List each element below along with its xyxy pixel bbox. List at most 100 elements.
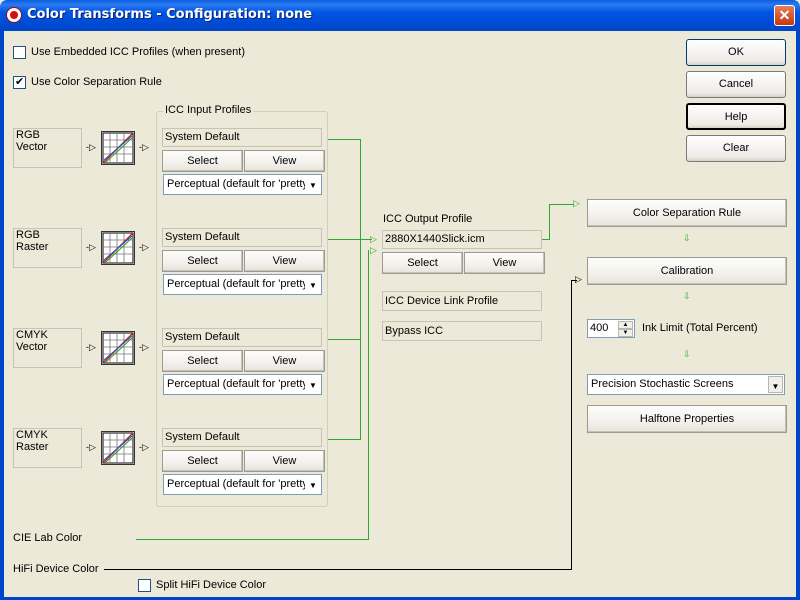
- flow-connector: [136, 539, 369, 540]
- input-source-line2: Raster: [16, 241, 49, 253]
- rendering-intent-value: Perceptual (default for 'pretty: [167, 378, 308, 390]
- flow-arrow-icon: -▷: [86, 342, 96, 352]
- window-frame-right: [796, 31, 800, 600]
- hifi-device-color-label: HiFi Device Color: [13, 563, 99, 575]
- input-profile-select-button[interactable]: Select: [162, 350, 243, 372]
- icc-input-profiles-title: ICC Input Profiles: [163, 104, 254, 116]
- flow-arrow-down-icon: ⇩: [683, 233, 691, 243]
- flow-connector: [571, 280, 572, 570]
- ink-limit-value[interactable]: 400: [590, 322, 609, 334]
- input-profile-name: System Default: [162, 128, 322, 147]
- rendering-intent-select[interactable]: Perceptual (default for 'pretty ▼: [163, 174, 322, 195]
- flow-connector: [542, 239, 550, 240]
- rendering-intent-select[interactable]: Perceptual (default for 'pretty ▼: [163, 374, 322, 395]
- spin-up-icon[interactable]: ▲: [618, 321, 633, 329]
- input-profile-select-button[interactable]: Select: [162, 150, 243, 172]
- curve-graph-icon[interactable]: [101, 231, 135, 265]
- use-embedded-icc-label[interactable]: Use Embedded ICC Profiles (when present): [31, 46, 245, 58]
- close-button[interactable]: ✕: [774, 5, 795, 26]
- input-source-cmyk-raster: CMYK Raster: [13, 428, 82, 468]
- input-source-line2: Raster: [16, 441, 49, 453]
- rendering-intent-select[interactable]: Perceptual (default for 'pretty ▼: [163, 474, 322, 495]
- flow-arrow-down-icon: ⇩: [683, 291, 691, 301]
- screening-select[interactable]: Precision Stochastic Screens ▼: [587, 374, 785, 395]
- input-source-rgb-vector: RGB Vector: [13, 128, 82, 168]
- rendering-intent-value: Perceptual (default for 'pretty: [167, 478, 308, 490]
- input-profile-view-button[interactable]: View: [244, 350, 325, 372]
- chevron-down-icon[interactable]: ▼: [768, 376, 783, 393]
- flow-arrow-icon: -▷: [139, 142, 149, 152]
- flow-connector: [571, 280, 577, 281]
- input-source-line1: RGB: [16, 129, 40, 141]
- flow-connector: [360, 139, 361, 440]
- flow-connector: [328, 239, 372, 240]
- output-profile-name: 2880X1440Slick.icm: [382, 230, 542, 249]
- input-source-line2: Vector: [16, 341, 48, 353]
- app-logo-icon: [6, 7, 22, 23]
- flow-connector: [368, 250, 369, 540]
- flow-arrow-down-icon: ⇩: [683, 349, 691, 359]
- input-profile-view-button[interactable]: View: [244, 250, 325, 272]
- flow-arrow-icon: -▷: [86, 142, 96, 152]
- rendering-intent-select[interactable]: Perceptual (default for 'pretty ▼: [163, 274, 322, 295]
- flow-connector: [549, 204, 550, 240]
- calibration-button[interactable]: Calibration: [587, 257, 787, 285]
- icc-device-link-profile-field[interactable]: ICC Device Link Profile: [382, 291, 542, 311]
- split-hifi-checkbox[interactable]: [138, 579, 151, 592]
- window-frame-bottom: [0, 597, 800, 600]
- input-source-rgb-raster: RGB Raster: [13, 228, 82, 268]
- clear-button[interactable]: Clear: [686, 135, 786, 162]
- flow-arrow-icon: ▷: [370, 245, 377, 255]
- icc-output-profile-title: ICC Output Profile: [383, 213, 473, 225]
- input-profile-name: System Default: [162, 428, 322, 447]
- window-frame-left: [0, 31, 4, 600]
- flow-connector: [328, 439, 361, 440]
- use-embedded-icc-checkbox[interactable]: [13, 46, 26, 59]
- help-button[interactable]: Help: [686, 103, 786, 130]
- rendering-intent-value: Perceptual (default for 'pretty: [167, 178, 308, 190]
- flow-arrow-icon: -▷: [86, 442, 96, 452]
- curve-graph-icon[interactable]: [101, 131, 135, 165]
- input-profile-select-button[interactable]: Select: [162, 450, 243, 472]
- flow-arrow-icon: ▷: [575, 274, 582, 284]
- flow-arrow-icon: ▷: [370, 234, 377, 244]
- output-profile-view-button[interactable]: View: [464, 252, 545, 274]
- flow-arrow-icon: -▷: [139, 342, 149, 352]
- ink-limit-label: Ink Limit (Total Percent): [642, 322, 758, 334]
- bypass-icc-field[interactable]: Bypass ICC: [382, 321, 542, 341]
- ink-limit-stepper[interactable]: 400 ▲ ▼: [587, 319, 635, 338]
- input-profile-select-button[interactable]: Select: [162, 250, 243, 272]
- curve-graph-icon[interactable]: [101, 431, 135, 465]
- input-source-cmyk-vector: CMYK Vector: [13, 328, 82, 368]
- cancel-button[interactable]: Cancel: [686, 71, 786, 98]
- input-profile-view-button[interactable]: View: [244, 150, 325, 172]
- title-bar: Color Transforms - Configuration: none ✕: [0, 0, 800, 31]
- chevron-down-icon[interactable]: ▼: [305, 176, 320, 193]
- flow-connector: [549, 204, 574, 205]
- spin-down-icon[interactable]: ▼: [618, 329, 633, 337]
- input-source-line1: CMYK: [16, 329, 48, 341]
- flow-arrow-icon: -▷: [139, 442, 149, 452]
- chevron-down-icon[interactable]: ▼: [305, 476, 320, 493]
- color-separation-rule-button[interactable]: Color Separation Rule: [587, 199, 787, 227]
- rendering-intent-value: Perceptual (default for 'pretty: [167, 278, 308, 290]
- flow-arrow-icon: -▷: [139, 242, 149, 252]
- use-color-separation-label[interactable]: Use Color Separation Rule: [31, 76, 162, 88]
- curve-graph-icon[interactable]: [101, 331, 135, 365]
- window-title: Color Transforms - Configuration: none: [27, 7, 313, 22]
- split-hifi-label[interactable]: Split HiFi Device Color: [156, 579, 267, 591]
- ok-button[interactable]: OK: [686, 39, 786, 66]
- input-profile-view-button[interactable]: View: [244, 450, 325, 472]
- use-color-separation-checkbox[interactable]: [13, 75, 26, 89]
- input-profile-name: System Default: [162, 328, 322, 347]
- flow-connector: [328, 139, 361, 140]
- cie-lab-color-label: CIE Lab Color: [13, 532, 83, 544]
- chevron-down-icon[interactable]: ▼: [305, 276, 320, 293]
- flow-arrow-icon: ▷: [573, 198, 580, 208]
- input-source-line2: Vector: [16, 141, 48, 153]
- flow-arrow-icon: -▷: [86, 242, 96, 252]
- output-profile-select-button[interactable]: Select: [382, 252, 463, 274]
- halftone-properties-button[interactable]: Halftone Properties: [587, 405, 787, 433]
- chevron-down-icon[interactable]: ▼: [305, 376, 320, 393]
- input-source-line1: RGB: [16, 229, 40, 241]
